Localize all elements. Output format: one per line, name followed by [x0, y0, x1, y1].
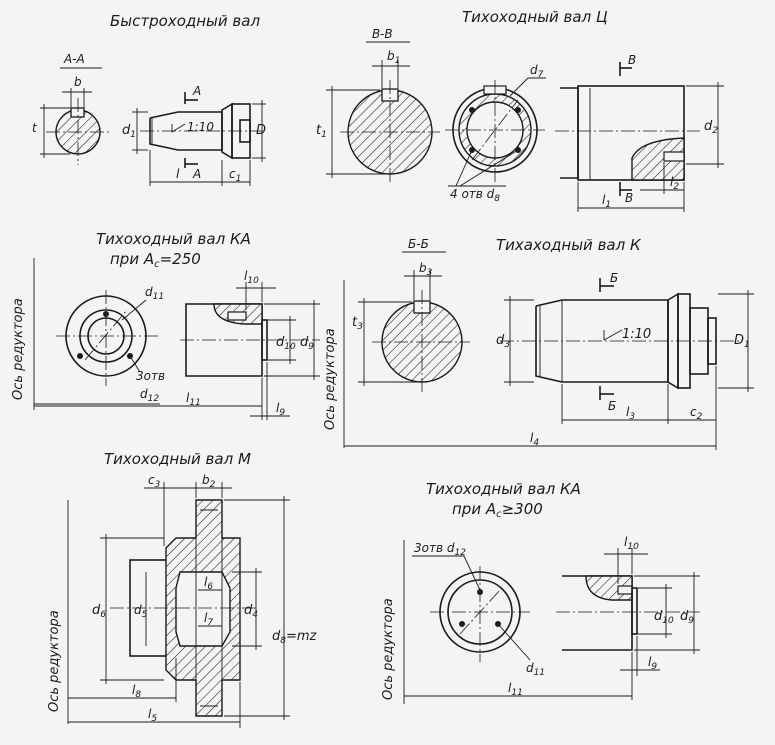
- section-vv: B-B b1 t1: [316, 27, 440, 184]
- dim-d9-ka300: d9: [680, 609, 694, 626]
- holes-d8: 4 отв d8: [450, 187, 500, 204]
- cut-v-top: B: [628, 53, 636, 67]
- dim-t1: t1: [316, 123, 327, 140]
- title-fast-shaft: Быстроходный вал: [110, 12, 260, 30]
- dim-c1: c1: [229, 167, 241, 184]
- dim-l10-ka300: l10: [624, 535, 639, 552]
- title-slow-shaft-k: Тихаходный вал К: [496, 236, 642, 254]
- dim-l9-ka300: l9: [648, 655, 657, 672]
- cut-b-bottom: Б: [608, 399, 616, 413]
- dim-l10-ka250: l10: [244, 269, 259, 286]
- dim-c2: c2: [690, 405, 703, 422]
- reducer-axis-label-3: Ось редуктора: [47, 610, 62, 712]
- dim-c3: c3: [148, 473, 161, 490]
- title-slow-shaft-ka300: Тихоходный вал КА: [426, 480, 581, 498]
- flange-ka300: 3отв d12 d11: [412, 541, 545, 678]
- cut-b-top: Б: [610, 271, 618, 285]
- dim-d6: d6: [92, 603, 106, 620]
- dim-l9-ka250: l9: [276, 401, 285, 418]
- reducer-axis-label-2: Ось редуктора: [323, 328, 338, 430]
- dim-l7: l7: [204, 611, 213, 628]
- dim-l1: l1: [602, 193, 611, 210]
- dim-b3: b3: [419, 261, 433, 278]
- dim-l8: l8: [132, 683, 141, 700]
- dim-d11-ka250: d11: [145, 285, 164, 302]
- cut-v-bottom: B: [625, 191, 633, 205]
- cut-a-bottom: A: [192, 167, 201, 181]
- subtitle-ka300: при Aс≥300: [452, 500, 543, 520]
- dim-l11-ka300: l11: [508, 681, 523, 698]
- flange-c: d7 4 отв d8: [445, 63, 546, 204]
- dim-D1: D1: [734, 333, 750, 350]
- title-slow-shaft-ka250: Тихоходный вал КА: [96, 230, 251, 248]
- dim-t: t: [32, 121, 38, 135]
- title-slow-shaft-c: Тихоходный вал Ц: [462, 8, 608, 26]
- dim-l: l: [176, 167, 180, 181]
- slow-shaft-k-view: 1:10 Б Б d3 D1 l3 c2 l4: [344, 271, 754, 450]
- dim-d3: d3: [496, 333, 510, 350]
- dim-D: D: [256, 123, 266, 138]
- section-aa-label: A-A: [63, 52, 85, 66]
- dim-d12-ka250: d12: [140, 387, 159, 404]
- dim-d8mz: d8=mz: [272, 629, 318, 646]
- dim-l6: l6: [204, 575, 213, 592]
- slow-shaft-m-view: c3 b2 d6 d5 l6 l7 d4 d8=mz l8 l5: [68, 473, 318, 728]
- reducer-axis-label-4: Ось редуктора: [381, 598, 396, 700]
- section-bb: Б-Б b3 t3: [352, 237, 470, 392]
- dim-d4: d4: [244, 603, 258, 620]
- dim-l2: l2: [670, 175, 679, 192]
- dim-d5: d5: [134, 603, 148, 620]
- taper-label-k: 1:10: [622, 327, 651, 342]
- dim-b2: b2: [202, 473, 216, 490]
- dim-l11-ka250: l11: [186, 391, 201, 408]
- flange-ka250: d11 3отв d12: [34, 285, 165, 405]
- section-vv-label: B-B: [372, 27, 393, 41]
- dim-l4: l4: [530, 431, 539, 448]
- dim-d7: d7: [530, 63, 544, 80]
- dim-b: b: [74, 75, 82, 89]
- slow-shaft-ka250-view: l10 d10 d9 l11 l9: [34, 269, 320, 420]
- dim-b1: b1: [387, 49, 400, 66]
- dim-d9-ka250: d9: [300, 335, 314, 352]
- dim-l3: l3: [626, 405, 635, 422]
- dim-l5: l5: [148, 707, 157, 724]
- reducer-axis-label-1: Ось редуктора: [11, 298, 26, 400]
- section-bb-label: Б-Б: [408, 237, 429, 251]
- cut-a-top: A: [192, 84, 201, 98]
- fast-shaft-view: 1:10 A A d1 l c1 D: [122, 84, 266, 186]
- dim-d2: d2: [704, 119, 718, 136]
- slow-shaft-c-view: B B d2 l2 l1: [555, 53, 724, 212]
- taper-label: 1:10: [187, 120, 214, 134]
- holes-d12-ka300: 3отв d12: [414, 541, 466, 558]
- section-aa: A-A b t: [32, 52, 112, 165]
- dim-d1: d1: [122, 123, 136, 140]
- slow-shaft-ka300-view: l10 d10 d9 l9 l11: [404, 535, 700, 700]
- dim-d10-ka300: d10: [654, 609, 674, 626]
- title-slow-shaft-m: Тихоходный вал М: [104, 450, 251, 468]
- holes3-ka250: 3отв: [136, 369, 165, 383]
- subtitle-ka250: при Aс=250: [110, 250, 201, 270]
- dim-d11-ka300: d11: [526, 661, 545, 678]
- dim-t3: t3: [352, 315, 363, 332]
- dim-d10-ka250: d10: [276, 335, 296, 352]
